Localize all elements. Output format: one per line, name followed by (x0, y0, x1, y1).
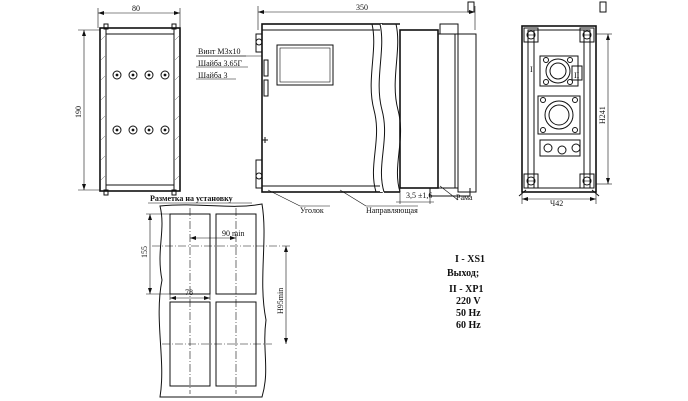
screw-note-2: Шайба 3.65Г (198, 59, 243, 68)
connector-xp1 (537, 95, 581, 135)
front-width-dim: 80 (132, 4, 140, 13)
side-length-dim: 350 (356, 3, 368, 12)
vertical-pitch-dim: Н95min (276, 288, 285, 314)
mounting-title: Разметка на установку (150, 194, 233, 203)
front-knobs-upper (112, 70, 170, 80)
rear-view: I II Ч42 Н241 (518, 1, 612, 208)
cutout-height-dim: 155 (140, 246, 149, 258)
offset-dim: 3,5 ±1,6 (406, 191, 432, 200)
front-knobs-lower (112, 125, 170, 135)
connector-mark-2: II (574, 71, 580, 80)
connector-xs1: I II (530, 55, 580, 87)
screw-note-1: Винт М3х10 (198, 47, 241, 56)
cutout-width-dim: 78 (185, 288, 193, 297)
front-view: 80 190 (74, 4, 181, 196)
mounting-layout: Разметка на установку 90 min 78 155 (140, 194, 290, 398)
callout-frame: Рама (456, 193, 473, 202)
legend-line-1: I - XS1 (455, 254, 485, 265)
side-view: 350 Винт М3х10 (196, 1, 477, 215)
connector-mark-1: I (530, 65, 533, 74)
rear-width-dim: Ч42 (550, 199, 563, 208)
front-height-dim: 190 (74, 106, 83, 118)
legend: I - XS1 Выход; II - XP1 220 V 50 Hz 60 H… (447, 254, 485, 331)
pitch-dim: 90 min (222, 229, 244, 238)
rear-height-dim: Н241 (598, 106, 607, 124)
legend-line-3: II - XP1 (449, 284, 483, 295)
legend-line-6: 60 Hz (456, 320, 481, 331)
legend-line-2: Выход; (447, 268, 479, 279)
legend-line-4: 220 V (456, 296, 481, 307)
callout-angle: Уголок (300, 206, 324, 215)
callout-rail: Направляющая (366, 206, 418, 215)
screw-note-3: Шайба 3 (198, 71, 228, 80)
legend-line-5: 50 Hz (456, 308, 481, 319)
